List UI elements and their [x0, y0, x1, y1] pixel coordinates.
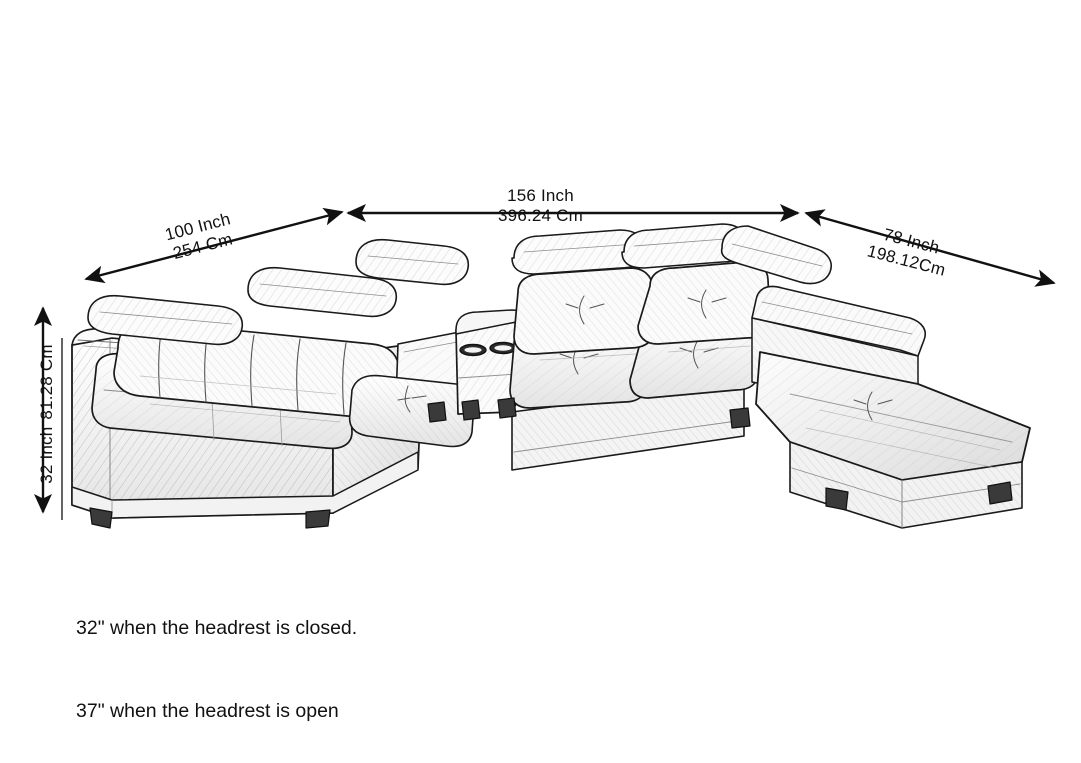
sofa-legs — [89, 397, 1013, 529]
headrest-note: 32" when the headrest is closed. 37" whe… — [76, 560, 357, 763]
left-headrests — [87, 238, 470, 346]
left-backrest-cushions — [113, 320, 400, 420]
headrest-note-line-2: 37" when the headrest is open — [76, 700, 339, 723]
height-inch-value: 32 Inch — [36, 426, 56, 484]
headrest-note-line-1: 32" when the headrest is closed. — [76, 617, 358, 640]
right-depth-dimension-arrow — [804, 209, 1056, 287]
height-cm-value: 81.28 Cm — [36, 344, 56, 420]
width-cm-value: 396.24 Cm — [498, 206, 583, 226]
left-depth-dimension-arrow — [84, 207, 344, 284]
right-chaise — [755, 351, 1031, 529]
width-dimension-label: 156 Inch 396.24 Cm — [0, 186, 1081, 226]
height-dimension-label: 32 Inch 81.28 Cm — [37, 324, 57, 504]
width-inch-value: 156 Inch — [507, 186, 574, 205]
center-console — [455, 309, 529, 415]
corner-wedge — [348, 329, 476, 448]
center-section — [509, 223, 832, 471]
